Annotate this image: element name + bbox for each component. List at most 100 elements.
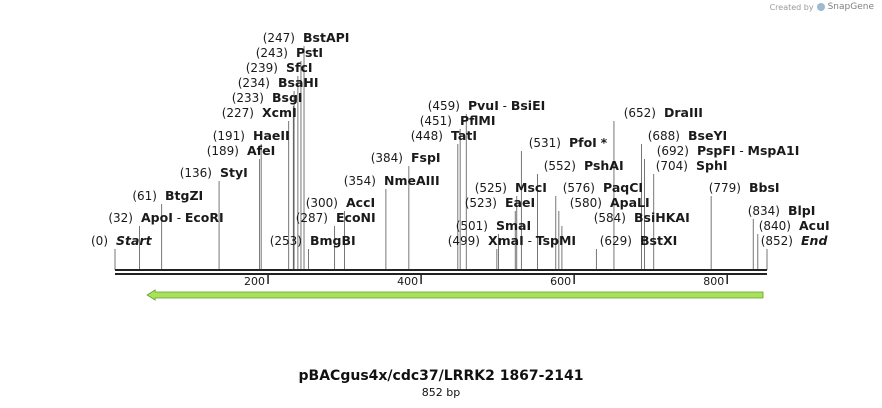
site-position: (834) <box>748 204 780 218</box>
site-label[interactable]: (523) <box>465 196 497 210</box>
site-position: (32) <box>108 211 133 225</box>
site-label[interactable]: (840) <box>759 219 791 233</box>
site-label[interactable]: (525) <box>475 181 507 195</box>
enzyme-name[interactable]: SmaI <box>496 218 531 233</box>
site-label[interactable]: (499) <box>448 234 480 248</box>
enzyme-name[interactable]: ApoI - EcoRI <box>141 210 224 225</box>
site-label[interactable]: (287) <box>296 211 328 225</box>
restriction-map: (0) Start (32) ApoI - EcoRI (61) BtgZI (136) St… <box>91 30 830 301</box>
enzyme-name[interactable]: AfeI <box>247 143 275 158</box>
site-label[interactable]: (852) <box>761 234 793 248</box>
enzyme-name[interactable]: EaeI <box>505 195 535 210</box>
enzyme-name[interactable]: PaqCI <box>603 180 643 195</box>
site-position: (243) <box>256 46 288 60</box>
enzyme-name[interactable]: XcmI <box>262 105 297 120</box>
enzyme-name[interactable]: MscI <box>515 180 547 195</box>
site-position: (840) <box>759 219 791 233</box>
site-label[interactable]: (239) <box>246 61 278 75</box>
enzyme-name[interactable]: PstI <box>296 45 323 60</box>
plasmid-length: 852 bp <box>421 386 461 399</box>
enzyme-name[interactable]: Start <box>116 233 153 248</box>
site-position: (287) <box>296 211 328 225</box>
enzyme-name[interactable]: BbsI <box>749 180 780 195</box>
enzyme-name[interactable]: StyI <box>220 165 248 180</box>
site-label[interactable]: (243) <box>256 46 288 60</box>
site-label[interactable]: (448) <box>411 129 443 143</box>
site-position: (61) <box>132 189 157 203</box>
site-label[interactable]: (253) <box>270 234 302 248</box>
site-label[interactable]: (247) <box>263 31 295 45</box>
site-position: (227) <box>222 106 254 120</box>
enzyme-name[interactable]: BsaHI <box>278 75 319 90</box>
site-position: (239) <box>246 61 278 75</box>
enzyme-name[interactable]: BseYI <box>688 128 727 143</box>
site-position: (629) <box>600 234 632 248</box>
site-label[interactable]: (834) <box>748 204 780 218</box>
enzyme-name[interactable]: SphI <box>696 158 728 173</box>
ruler-tick-label: 600 <box>550 275 571 288</box>
site-label[interactable]: (459) <box>428 99 460 113</box>
site-label[interactable]: (234) <box>238 76 270 90</box>
enzyme-name[interactable]: TatI <box>451 128 477 143</box>
site-position: (501) <box>456 219 488 233</box>
site-position: (584) <box>594 211 626 225</box>
enzyme-name[interactable]: SfcI <box>286 60 313 75</box>
enzyme-name[interactable]: End <box>801 233 828 248</box>
feature-arrow[interactable] <box>146 289 764 301</box>
enzyme-name[interactable]: ApaLI <box>610 195 650 210</box>
site-label[interactable]: (688) <box>648 129 680 143</box>
enzyme-name[interactable]: NmeAIII <box>384 173 440 188</box>
enzyme-name[interactable]: PfoI * <box>569 135 608 150</box>
site-label[interactable]: (629) <box>600 234 632 248</box>
enzyme-name[interactable]: EcoNI <box>336 210 376 225</box>
site-label[interactable]: (652) <box>624 106 656 120</box>
site-label[interactable]: (61) <box>132 189 157 203</box>
enzyme-name[interactable]: BlpI <box>788 203 815 218</box>
enzyme-name[interactable]: HaeII <box>253 128 290 143</box>
enzyme-name[interactable]: PshAI <box>584 158 624 173</box>
site-position: (253) <box>270 234 302 248</box>
site-label[interactable]: (576) <box>563 181 595 195</box>
enzyme-name[interactable]: BstAPI <box>303 30 349 45</box>
enzyme-name[interactable]: BstXI <box>640 233 677 248</box>
site-label[interactable]: (692) <box>657 144 689 158</box>
site-label[interactable]: (354) <box>344 174 376 188</box>
site-label[interactable]: (300) <box>306 196 338 210</box>
site-label[interactable]: (189) <box>207 144 239 158</box>
site-label[interactable]: (779) <box>709 181 741 195</box>
enzyme-name[interactable]: XmaI - TspMI <box>488 233 576 248</box>
enzyme-name[interactable]: PspFI - MspA1I <box>697 143 799 158</box>
enzyme-name[interactable]: DraIII <box>664 105 703 120</box>
site-label[interactable]: (191) <box>213 129 245 143</box>
site-label[interactable]: (704) <box>656 159 688 173</box>
site-label[interactable]: (384) <box>371 151 403 165</box>
site-label[interactable]: (580) <box>570 196 602 210</box>
site-position: (688) <box>648 129 680 143</box>
site-label[interactable]: (136) <box>180 166 212 180</box>
site-label[interactable]: (501) <box>456 219 488 233</box>
feature-arrow-shape[interactable] <box>146 289 764 301</box>
enzyme-name[interactable]: PvuI - BsiEI <box>468 98 545 113</box>
enzyme-name[interactable]: BtgZI <box>165 188 203 203</box>
enzyme-name[interactable]: BsiHKAI <box>634 210 690 225</box>
enzyme-name[interactable]: AcuI <box>799 218 830 233</box>
site-position: (300) <box>306 196 338 210</box>
enzyme-name[interactable]: FspI <box>411 150 441 165</box>
ruler-tick-label: 200 <box>244 275 265 288</box>
site-label[interactable]: (531) <box>529 136 561 150</box>
site-label[interactable]: (584) <box>594 211 626 225</box>
site-label[interactable]: (552) <box>544 159 576 173</box>
site-label[interactable]: (233) <box>232 91 264 105</box>
enzyme-name[interactable]: BmgBI <box>310 233 356 248</box>
enzyme-name[interactable]: PflMI <box>460 113 496 128</box>
site-position: (525) <box>475 181 507 195</box>
enzyme-name[interactable]: AccI <box>346 195 375 210</box>
site-label[interactable]: (451) <box>420 114 452 128</box>
site-label[interactable]: (0) <box>91 234 108 248</box>
enzyme-name[interactable]: BsgI <box>272 90 303 105</box>
site-label[interactable]: (32) <box>108 211 133 225</box>
site-position: (552) <box>544 159 576 173</box>
site-position: (451) <box>420 114 452 128</box>
site-label[interactable]: (227) <box>222 106 254 120</box>
